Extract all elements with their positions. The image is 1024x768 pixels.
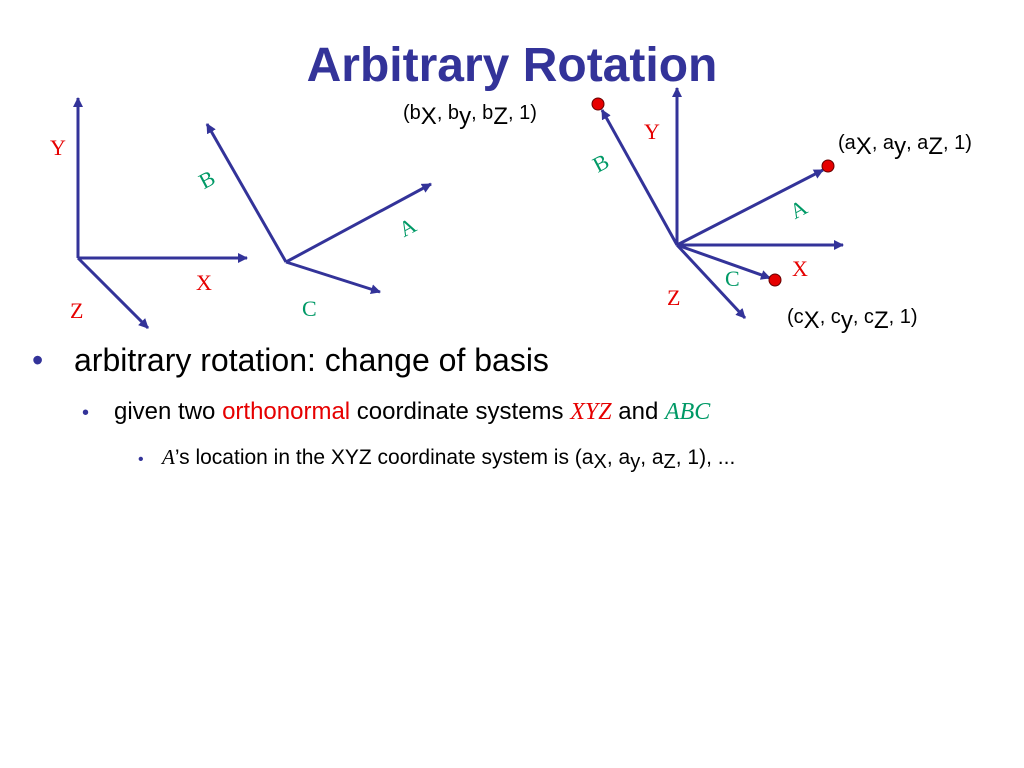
bullet-level-2: •given two orthonormal coordinate system… bbox=[82, 396, 710, 429]
left-z-label: Z bbox=[70, 298, 83, 323]
right-z-axis bbox=[675, 243, 747, 320]
left-x-label: X bbox=[196, 270, 212, 295]
left-a-label: A bbox=[394, 212, 420, 242]
right-b-label: B bbox=[588, 148, 613, 177]
right-y-label: Y bbox=[644, 119, 660, 144]
point-b-coordinates: (bX, by, bZ, 1) bbox=[403, 102, 537, 130]
left-abc-frame: B A C bbox=[194, 123, 432, 321]
slide-title: Arbitrary Rotation bbox=[306, 39, 718, 92]
bullet-level-1: • arbitrary rotation: change of basis bbox=[32, 340, 549, 380]
left-z-axis bbox=[76, 256, 150, 330]
coordinate-systems-diagram: Y X Z B A C Y X Z B A C bbox=[50, 87, 844, 330]
point-a-marker bbox=[821, 159, 835, 173]
point-c-coordinates: (cX, cy, cZ, 1) bbox=[787, 306, 918, 334]
left-c-label: C bbox=[302, 296, 317, 321]
point-b-marker bbox=[591, 97, 605, 111]
left-a-axis bbox=[285, 182, 432, 264]
left-y-label: Y bbox=[50, 135, 66, 160]
left-b-axis bbox=[205, 123, 288, 263]
bullet-marker: • bbox=[32, 342, 44, 378]
bullet-marker: • bbox=[82, 402, 90, 424]
bullet-marker: • bbox=[138, 451, 144, 468]
point-a-coordinates: (aX, ay, aZ, 1) bbox=[838, 132, 972, 160]
right-c-axis bbox=[676, 243, 771, 280]
right-c-label: C bbox=[725, 266, 740, 291]
right-z-label: Z bbox=[667, 285, 680, 310]
abc-system-name: ABC bbox=[664, 399, 711, 425]
right-a-label: A bbox=[785, 194, 811, 224]
bullet-text: arbitrary rotation: change of basis bbox=[74, 342, 549, 378]
orthonormal-highlight: orthonormal bbox=[222, 398, 351, 425]
a-variable: A bbox=[162, 445, 175, 469]
left-b-label: B bbox=[194, 165, 219, 194]
bullet-level-3: •A’s location in the XYZ coordinate syst… bbox=[138, 445, 736, 473]
point-c-marker bbox=[768, 273, 782, 287]
left-xyz-frame: Y X Z bbox=[50, 97, 248, 330]
right-x-label: X bbox=[792, 256, 808, 281]
xyz-system-name: XYZ bbox=[570, 399, 612, 425]
right-b-axis bbox=[600, 109, 679, 246]
right-frame: Y X Z B A C bbox=[588, 87, 844, 320]
right-a-axis bbox=[676, 168, 824, 247]
left-c-axis bbox=[285, 260, 381, 295]
